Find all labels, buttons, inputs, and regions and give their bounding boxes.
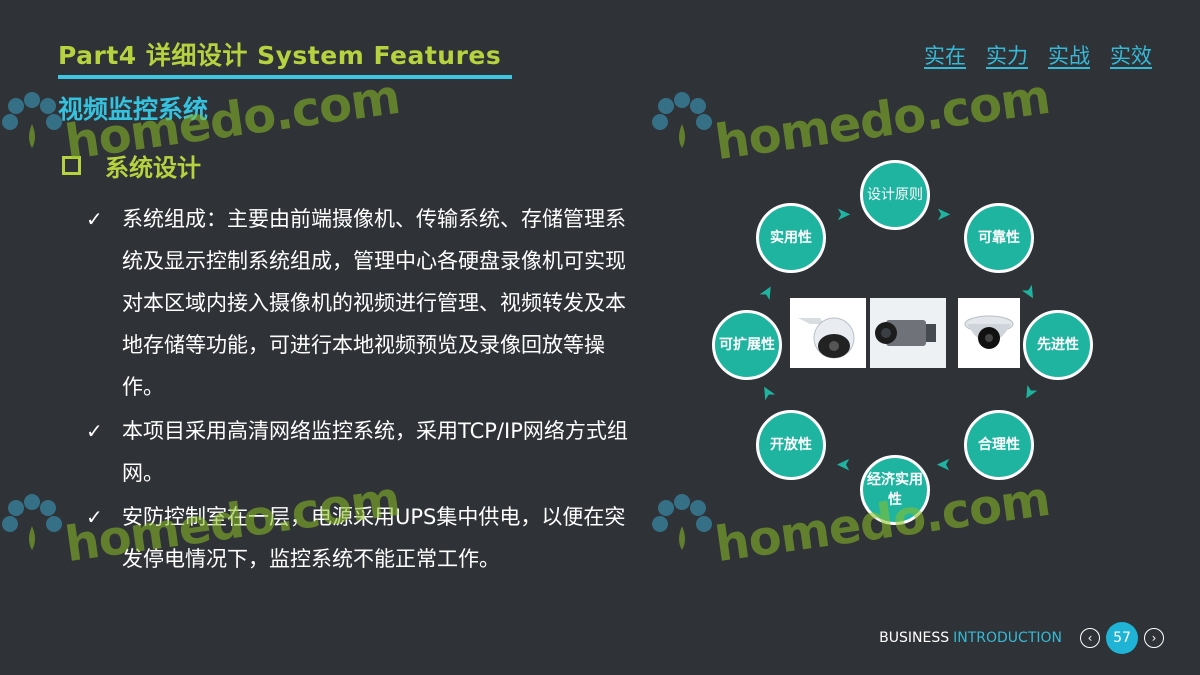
bullet-list: ✓ 系统组成：主要由前端摄像机、传输系统、存储管理系统及显示控制系统组成，管理中… [86, 198, 646, 582]
flower-logo-icon [652, 92, 712, 148]
square-bullet-icon [62, 156, 81, 175]
cycle-node-openness: 开放性 [756, 410, 826, 480]
cycle-node-advanced: 先进性 [1023, 310, 1093, 380]
watermark-logo: homedo.com [650, 471, 1053, 573]
chevron-left-icon[interactable]: ‹ [1080, 628, 1100, 648]
checkmark-icon: ✓ [86, 207, 103, 231]
cycle-node-practicality: 实用性 [756, 203, 826, 273]
arrow-up-icon: ➤ [754, 280, 781, 305]
speed-dome-camera-image [790, 298, 866, 368]
bullet-text: 安防控制室在一层，电源采用UPS集中供电，以便在突发停电情况下，监控系统不能正常… [122, 505, 626, 571]
section-subtitle: 视频监控系统 [58, 95, 209, 124]
tagline-item: 实效 [1110, 44, 1152, 68]
flower-logo-icon [652, 494, 712, 550]
arrow-down-icon: ➤ [1016, 280, 1043, 305]
list-item: ✓ 本项目采用高清网络监控系统，采用TCP/IP网络方式组网。 [86, 410, 646, 494]
footer-business-label: BUSINESS [879, 630, 950, 646]
cycle-node-scalability: 可扩展性 [712, 310, 782, 380]
arrow-right-icon: ➤ [836, 204, 852, 225]
list-item: ✓ 系统组成：主要由前端摄像机、传输系统、存储管理系统及显示控制系统组成，管理中… [86, 198, 646, 408]
watermark-logo: homedo.com [650, 69, 1053, 171]
bullet-text: 系统组成：主要由前端摄像机、传输系统、存储管理系统及显示控制系统组成，管理中心各… [122, 207, 626, 399]
tagline: 实在 实力 实战 实效 [924, 40, 1152, 70]
tagline-item: 实在 [924, 44, 966, 68]
tagline-item: 实力 [986, 44, 1028, 68]
list-item: ✓ 安防控制室在一层，电源采用UPS集中供电，以便在突发停电情况下，监控系统不能… [86, 496, 646, 580]
tagline-item: 实战 [1048, 44, 1090, 68]
arrow-left-icon: ➤ [936, 454, 952, 475]
cycle-node-design-principle: 设计原则 [860, 160, 930, 230]
flower-logo-icon [2, 494, 62, 550]
box-camera-image [870, 298, 946, 368]
footer-introduction-label: INTRODUCTION [953, 630, 1062, 646]
flower-logo-icon [2, 92, 62, 148]
cycle-node-economy: 经济实用性 [860, 455, 930, 525]
checkmark-icon: ✓ [86, 419, 103, 443]
watermark-text: homedo.com [711, 68, 1053, 172]
section-label: 系统设计 [105, 154, 201, 182]
chevron-right-icon[interactable]: › [1144, 628, 1164, 648]
arrow-right-icon: ➤ [936, 204, 952, 225]
cycle-node-rationality: 合理性 [964, 410, 1034, 480]
arrow-left-icon: ➤ [836, 454, 852, 475]
arrow-down-icon: ➤ [1016, 380, 1043, 405]
footer: BUSINESS INTRODUCTION ‹ 57 › [879, 622, 1164, 654]
arrow-up-icon: ➤ [754, 380, 781, 405]
page-number: 57 [1106, 622, 1138, 654]
title-underline [58, 75, 512, 79]
dome-camera-image [958, 298, 1020, 368]
cycle-node-reliability: 可靠性 [964, 203, 1034, 273]
checkmark-icon: ✓ [86, 505, 103, 529]
bullet-text: 本项目采用高清网络监控系统，采用TCP/IP网络方式组网。 [122, 419, 628, 485]
section-heading: 系统设计 [62, 148, 201, 183]
page-title: Part4 详细设计 System Features [58, 41, 502, 70]
